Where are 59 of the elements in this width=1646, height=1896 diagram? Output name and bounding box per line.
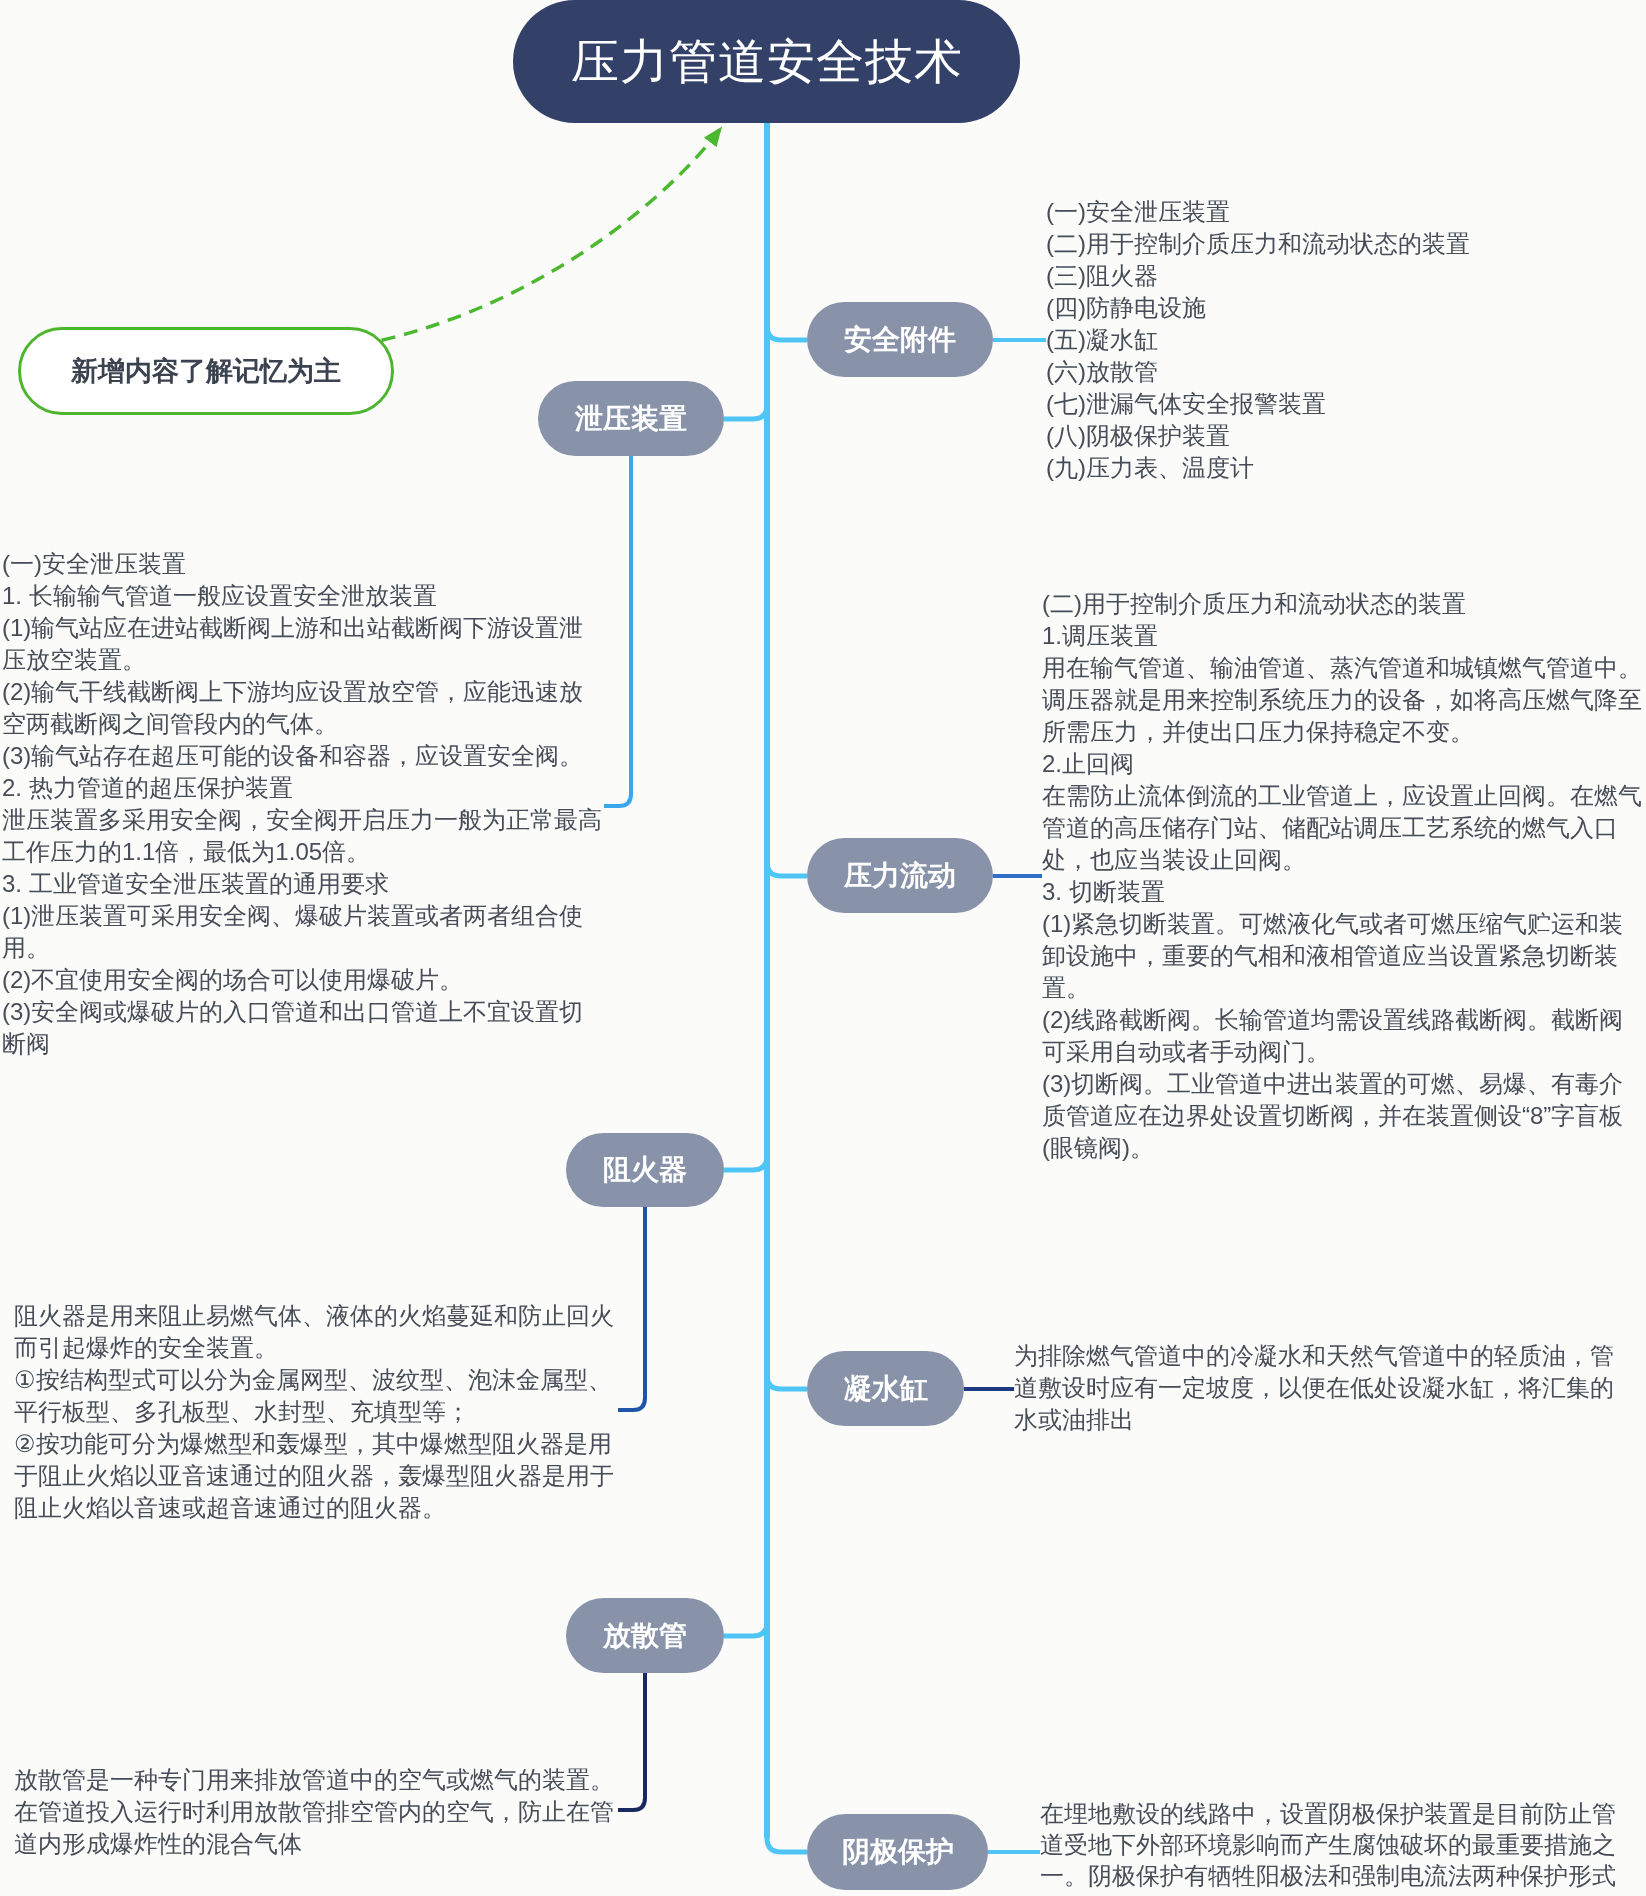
detail-text: (一)安全泄压装置 [2, 549, 187, 579]
connector-line [724, 1155, 770, 1173]
detail-text: (二)用于控制介质压力和流动状态的装置 [1042, 589, 1467, 619]
detail-text: (3)安全阀或爆破片的入口管道和出口管道上不宜设置切断阀 [2, 997, 585, 1059]
connector-line [964, 1387, 1014, 1391]
detail-text: 1.调压装置 [1042, 621, 1159, 651]
central-topic: 压力管道安全技术 [513, 0, 1020, 123]
detail-text: 2. 热力管道的超压保护装置 [2, 773, 294, 803]
branch-topic: 泄压装置 [538, 381, 724, 456]
detail-text: 1. 长输输气管道一般应设置安全泄放装置 [2, 581, 438, 611]
detail-text: 2.止回阀 [1042, 749, 1135, 779]
connector-line [724, 404, 770, 422]
list-item: (六)放散管 [1046, 357, 1159, 387]
connector-line [764, 1374, 807, 1392]
detail-text: (1)紧急切断装置。可燃液化气或者可燃压缩气贮运和装卸设施中，重要的气相和液相管道应当设置紧急切断装置。 [1042, 909, 1625, 1003]
list-item: (五)凝水缸 [1046, 325, 1159, 355]
connector-line [764, 1837, 807, 1855]
detail-text: 放散管是一种专门用来排放管道中的空气或燃气的装置。 [14, 1765, 615, 1795]
list-item: (八)阴极保护装置 [1046, 421, 1231, 451]
list-item: (三)阻火器 [1046, 261, 1159, 291]
connector-line [993, 874, 1042, 878]
detail-text: (2)输气干线截断阀上下游均应设置放空管，应能迅速放空两截断阀之间管段内的气体。 [2, 677, 585, 739]
connector-line [993, 338, 1046, 342]
detail-text: 阻火器是用来阻止易燃气体、液体的火焰蔓延和防止回火而引起爆炸的安全装置。 [14, 1301, 615, 1363]
branch-topic: 安全附件 [807, 302, 993, 377]
detail-text: 3. 切断装置 [1042, 877, 1166, 907]
connector-line [988, 1850, 1040, 1854]
branch-topic: 凝水缸 [807, 1351, 964, 1426]
list-item: (一)安全泄压装置 [1046, 197, 1231, 227]
list-item: (四)防静电设施 [1046, 293, 1207, 323]
detail-text: 在埋地敷设的线路中，设置阴极保护装置是目前防止管道受地下外部环境影响而产生腐蚀破坏的最重要措施之一。阴极保护有牺牲阳极法和强制电流法两种保护形式 [1040, 1799, 1617, 1891]
detail-text: 用在输气管道、输油管道、蒸汽管道和城镇燃气管道中。 [1042, 653, 1643, 683]
note-box: 新增内容了解记忆为主 [18, 327, 394, 415]
detail-text: 在管道投入运行时利用放散管排空管内的空气，防止在管道内形成爆炸性的混合气体 [14, 1797, 615, 1859]
detail-text: (3)输气站存在超压可能的设备和容器，应设置安全阀。 [2, 741, 585, 771]
connector-line [764, 325, 807, 343]
list-item: (二)用于控制介质压力和流动状态的装置 [1046, 229, 1471, 259]
detail-text: (1)泄压装置可采用安全阀、爆破片装置或者两者组合使用。 [2, 901, 585, 963]
detail-text: ②按功能可分为爆燃型和轰爆型，其中爆燃型阻火器是用于阻止火焰以亚音速通过的阻火器，轰爆型阻火器是用于阻止火焰以音速或超音速通过的阻火器。 [14, 1429, 615, 1523]
connector-line [724, 1621, 770, 1639]
detail-text: 为排除燃气管道中的冷凝水和天然气管道中的轻质油，管道敷设时应有一定坡度，以便在低处设凝水缸，将汇集的水或油排出 [1014, 1341, 1615, 1435]
detail-text: 泄压装置多采用安全阀，安全阀开启压力一般为正常最高工作压力的1.1倍，最低为1.05倍。 [2, 805, 603, 867]
detail-text: 在需防止流体倒流的工业管道上，应设置止回阀。在燃气管道的高压储存门站、储配站调压工艺系统的燃气入口处，也应当装设止回阀。 [1042, 781, 1643, 875]
branch-topic: 阻火器 [566, 1133, 724, 1207]
detail-text: 3. 工业管道安全泄压装置的通用要求 [2, 869, 390, 899]
branch-topic: 阴极保护 [807, 1814, 988, 1890]
dashed-arrow [381, 126, 723, 342]
detail-text: 调压器就是用来控制系统压力的设备，如将高压燃气降至所需压力，并使出口压力保持稳定不变。 [1042, 685, 1643, 747]
detail-text: (2)不宜使用安全阀的场合可以使用爆破片。 [2, 965, 465, 995]
detail-text: ①按结构型式可以分为金属网型、波纹型、泡沫金属型、平行板型、多孔板型、水封型、充填型等； [14, 1365, 613, 1427]
detail-text: (2)线路截断阀。长输管道均需设置线路截断阀。截断阀可采用自动或者手动阀门。 [1042, 1005, 1625, 1067]
connector-line [764, 123, 770, 1838]
detail-text: (3)切断阀。工业管道中进出装置的可燃、易爆、有毒介质管道应在边界处设置切断阀，并在装置侧设“8”字盲板(眼镜阀)。 [1042, 1069, 1625, 1163]
branch-topic: 压力流动 [807, 838, 993, 913]
connector-line [764, 861, 807, 879]
branch-topic: 放散管 [566, 1598, 724, 1673]
list-item: (七)泄漏气体安全报警装置 [1046, 389, 1327, 419]
list-item: (九)压力表、温度计 [1046, 453, 1255, 483]
detail-text: (1)输气站应在进站截断阀上游和出站截断阀下游设置泄压放空装置。 [2, 613, 585, 675]
